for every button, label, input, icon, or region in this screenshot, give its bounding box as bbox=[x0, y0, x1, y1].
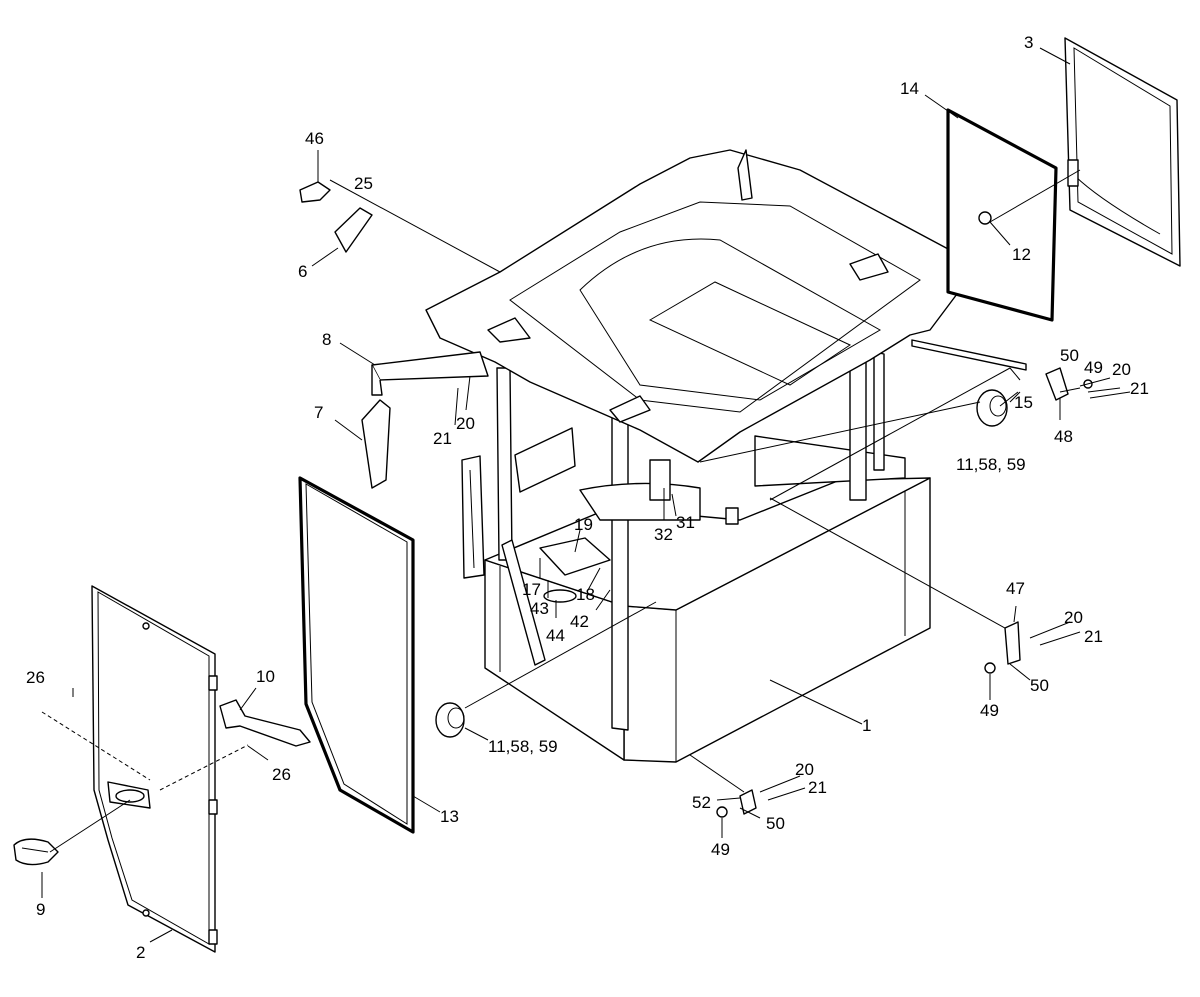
label-3: 3 bbox=[1024, 33, 1033, 52]
label-20d: 20 bbox=[795, 760, 814, 779]
left-side-glass bbox=[298, 476, 415, 834]
label-18: 18 bbox=[576, 585, 595, 604]
speakers bbox=[435, 389, 1008, 738]
label-21a: 21 bbox=[433, 429, 452, 448]
label-50a: 50 bbox=[1060, 346, 1079, 365]
label-21c: 21 bbox=[1084, 627, 1103, 646]
label-26a: 26 bbox=[26, 668, 45, 687]
label-14: 14 bbox=[900, 79, 919, 98]
label-49c: 49 bbox=[711, 840, 730, 859]
label-21b: 21 bbox=[1130, 379, 1149, 398]
cab-frame bbox=[461, 351, 931, 763]
label-6: 6 bbox=[298, 262, 307, 281]
label-8: 8 bbox=[322, 330, 331, 349]
label-13: 13 bbox=[440, 807, 459, 826]
label-32: 32 bbox=[654, 525, 673, 544]
label-9: 9 bbox=[36, 900, 45, 919]
label-17: 17 bbox=[522, 580, 541, 599]
left-door bbox=[91, 585, 218, 953]
label-42: 42 bbox=[570, 612, 589, 631]
label-2: 2 bbox=[136, 943, 145, 962]
leader-lines bbox=[41, 47, 1131, 943]
label-11a: 11,58, 59 bbox=[488, 737, 558, 756]
label-26b: 26 bbox=[272, 765, 291, 784]
label-12: 12 bbox=[1012, 245, 1031, 264]
label-47: 47 bbox=[1006, 579, 1025, 598]
label-7: 7 bbox=[314, 403, 323, 422]
label-46: 46 bbox=[305, 129, 324, 148]
label-49a: 49 bbox=[1084, 358, 1103, 377]
door-handles bbox=[13, 699, 311, 866]
roof-rod bbox=[911, 339, 1027, 371]
label-44: 44 bbox=[546, 626, 565, 645]
mirror-assembly bbox=[299, 181, 489, 489]
label-50c: 50 bbox=[766, 814, 785, 833]
label-43: 43 bbox=[530, 599, 549, 618]
label-48: 48 bbox=[1054, 427, 1073, 446]
label-1: 1 bbox=[862, 716, 871, 735]
label-52: 52 bbox=[692, 793, 711, 812]
label-20c: 20 bbox=[1064, 608, 1083, 627]
right-door-frame bbox=[1064, 37, 1181, 267]
label-20b: 20 bbox=[1112, 360, 1131, 379]
label-19: 19 bbox=[574, 515, 593, 534]
label-10: 10 bbox=[256, 667, 275, 686]
label-15: 15 bbox=[1014, 393, 1033, 412]
callout-labels: 1 2 3 6 7 8 9 10 12 13 14 15 17 18 19 20… bbox=[26, 33, 1149, 962]
label-49b: 49 bbox=[980, 701, 999, 720]
label-20a: 20 bbox=[456, 414, 475, 433]
cab-roof bbox=[425, 149, 961, 463]
label-21d: 21 bbox=[808, 778, 827, 797]
label-25: 25 bbox=[354, 174, 373, 193]
label-11b: 11,58, 59 bbox=[956, 455, 1026, 474]
label-50b: 50 bbox=[1030, 676, 1049, 695]
label-31: 31 bbox=[676, 513, 695, 532]
